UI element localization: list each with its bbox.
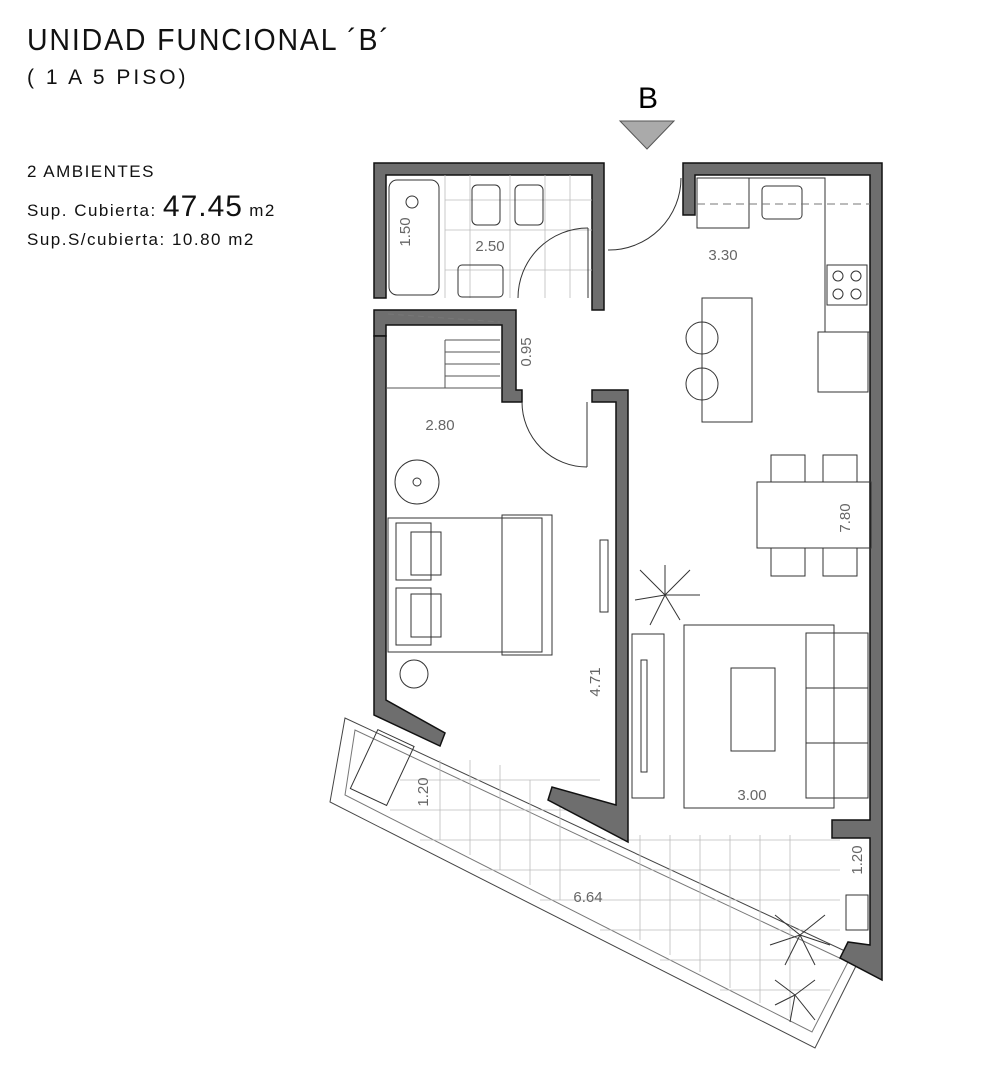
entry-marker-label: B [638,82,658,115]
dim-balcony-depth: 1.20 [415,777,432,806]
dim-balcony-length: 6.64 [573,889,602,906]
kitchen [685,177,870,423]
bathroom [388,175,592,299]
bathtub [388,179,440,296]
utility-sink [845,894,869,931]
kitchen-island [701,297,753,423]
covered-label: Sup. Cubierta: [27,201,157,220]
dim-bathtub: 1.50 [397,217,414,246]
walls [373,162,883,982]
dim-bath: 2.50 [475,238,504,255]
bedroom-door-swing [521,401,588,468]
dim-living-length: 7.80 [837,503,854,532]
planter [349,728,415,807]
rooms-label: 2 AMBIENTES [27,162,155,181]
entry-arrow-icon [618,120,676,150]
covered-area: Sup. Cubierta: 47.45 m2 [27,190,276,224]
plant-icon [634,565,700,626]
tv-unit [631,633,665,799]
balcony [329,717,869,1049]
kitchen-sink [761,185,803,220]
floors-subtitle: ( 1 A 5 PISO) [27,66,189,89]
covered-value: 47.45 [162,190,243,223]
bath-door-swing [517,227,589,299]
coffee-table [730,667,776,752]
dim-bedroom-width: 2.80 [425,417,454,434]
stool [685,321,719,355]
dim-kitchen: 3.30 [708,247,737,264]
dim-living-width: 3.00 [737,787,766,804]
dim-balcony-side: 1.20 [849,845,866,874]
dining-set [756,454,872,577]
bidet [514,184,544,226]
sofa [805,632,869,799]
dim-bedroom-length: 4.71 [587,667,604,696]
lamp-icon [399,659,429,689]
lamp-icon [394,459,440,505]
bedroom [387,459,609,689]
balcony-plant-icon [769,914,831,1023]
dim-hall: 0.95 [518,337,535,366]
entry-door-swing [607,177,682,251]
bed [387,517,543,653]
toilet [471,184,501,226]
rug [683,624,835,809]
stool [685,367,719,401]
fridge [817,331,869,393]
stove [826,264,868,306]
living-set [631,565,869,809]
washbasin [457,264,504,298]
covered-unit: m2 [249,201,276,220]
closet-shelves [386,339,502,389]
wardrobe-door [599,539,609,613]
uncovered-area: Sup.S/cubierta: 10.80 m2 [27,230,255,249]
unit-title: UNIDAD FUNCIONAL ´B´ [27,22,391,57]
